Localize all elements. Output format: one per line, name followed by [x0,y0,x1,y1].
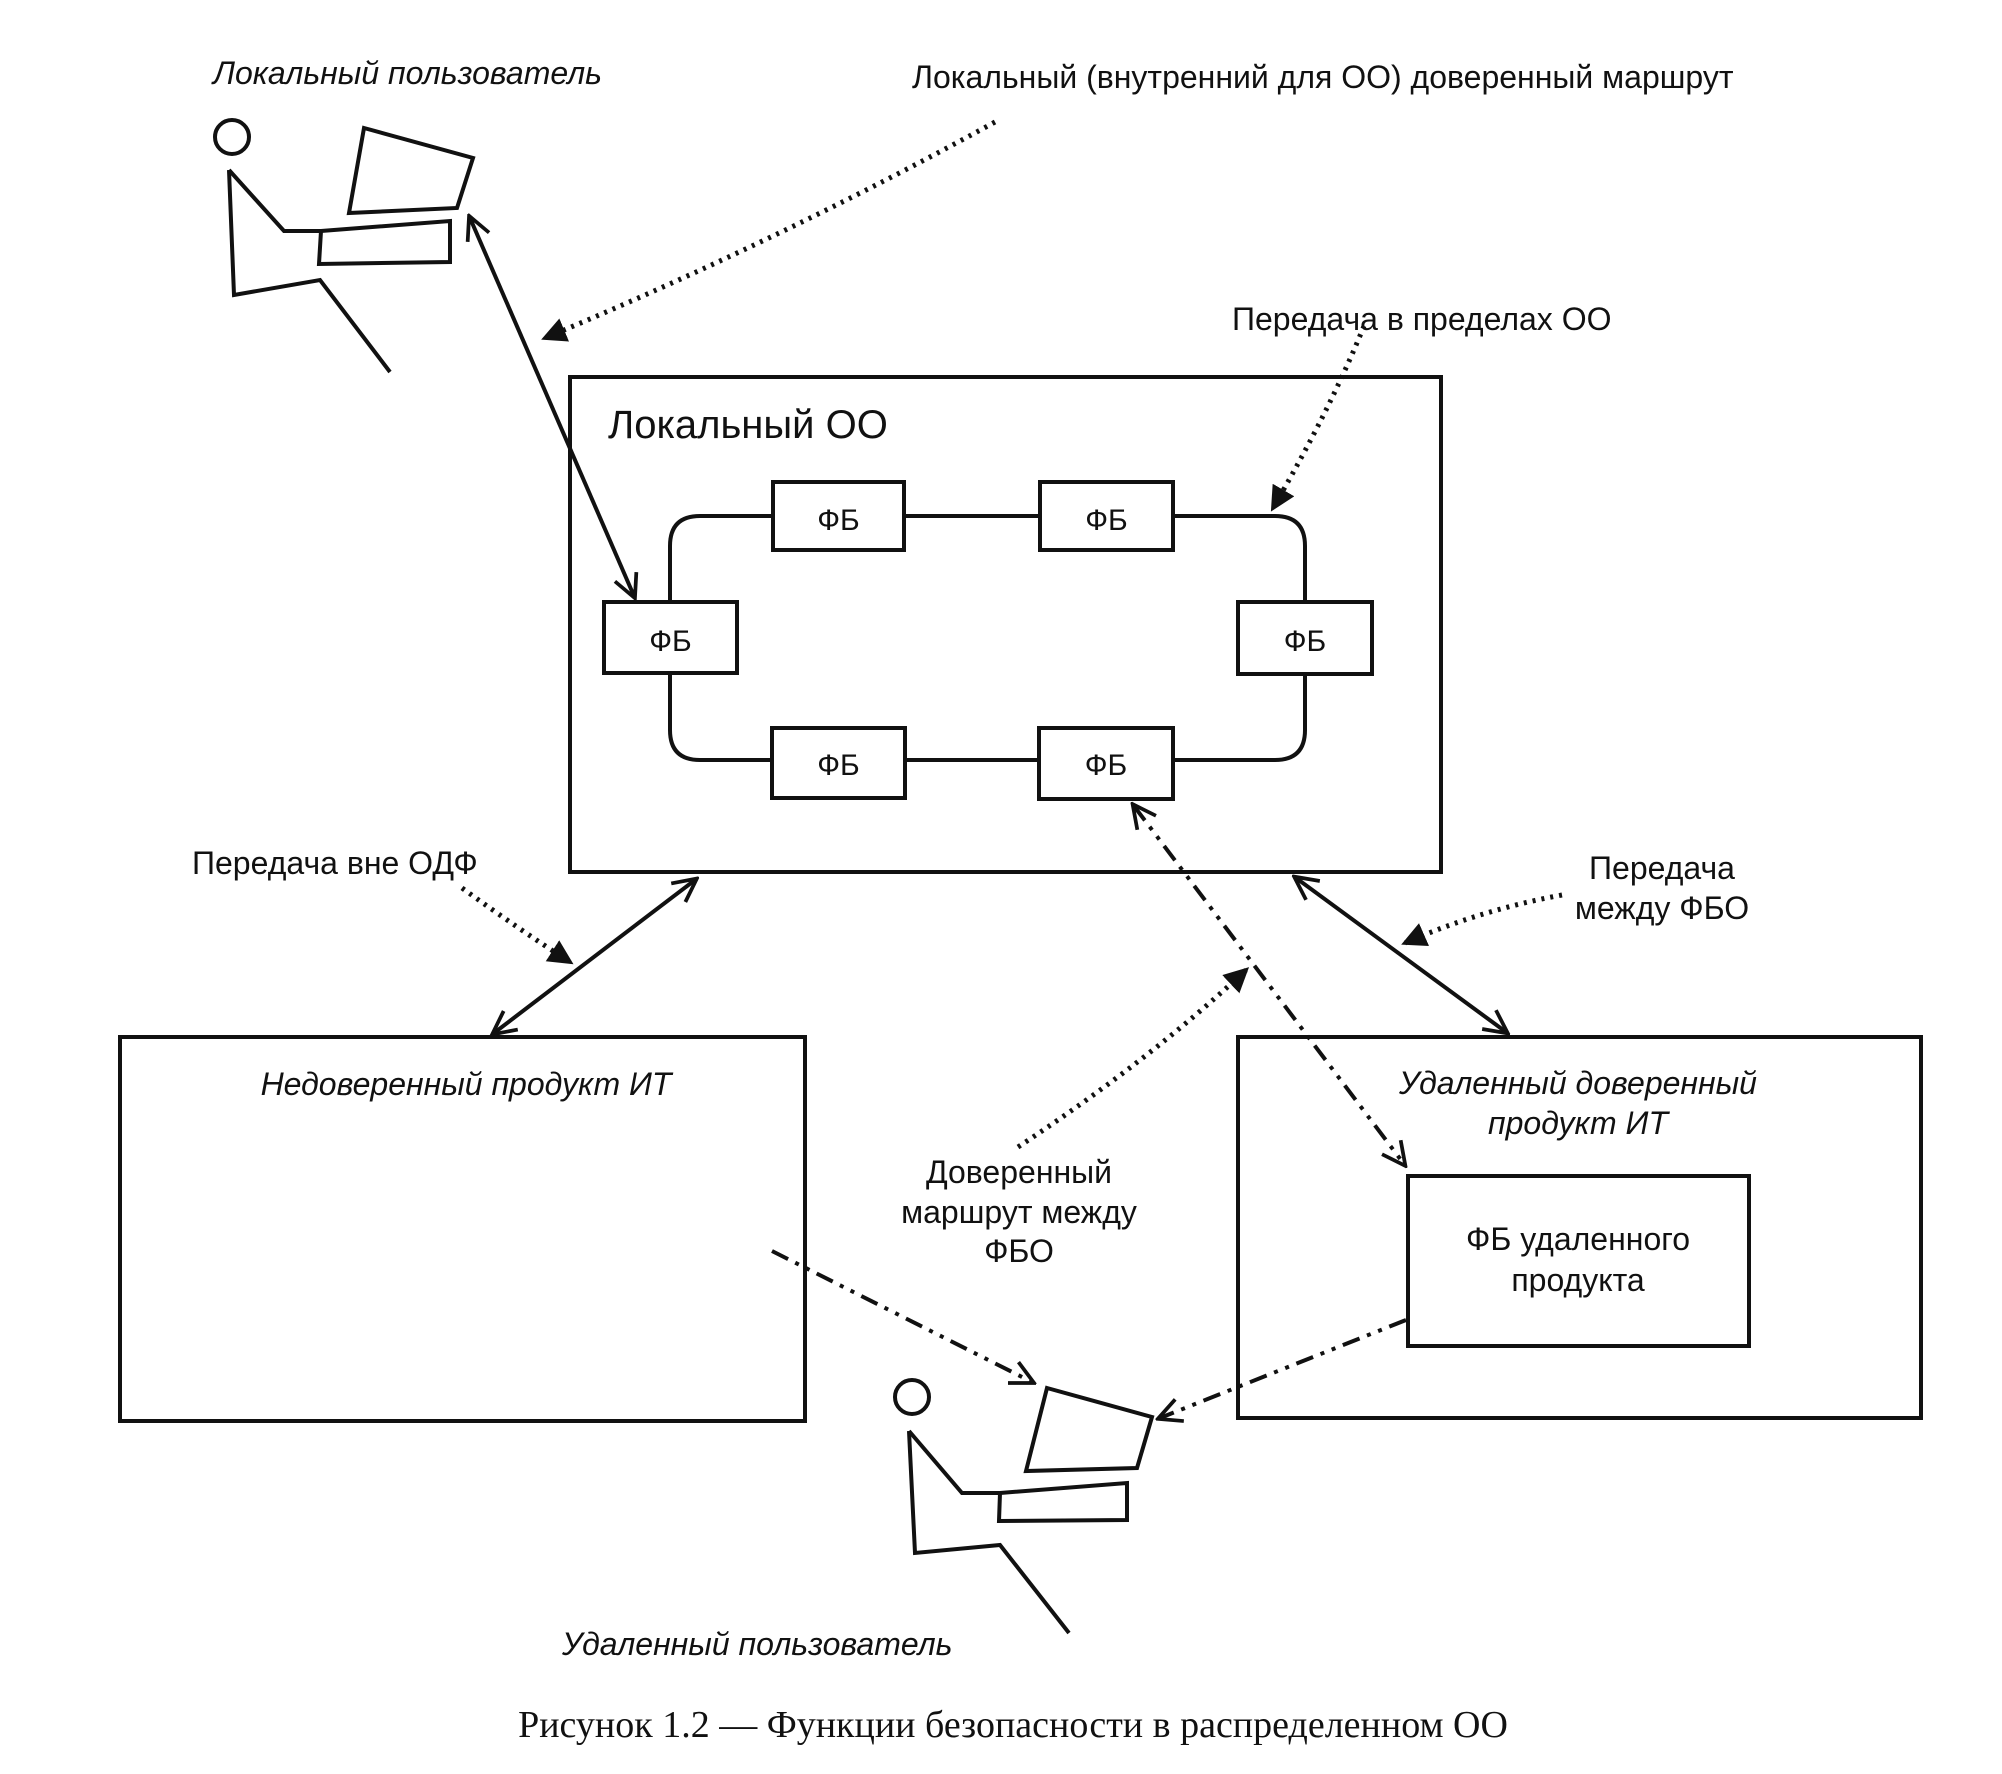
transfer-within-toe-label: Передача в пределах ОО [1232,301,1611,337]
local-trusted-path-label: Локальный (внутренний для ОО) доверенный… [912,59,1734,95]
fb-block-top-right: ФБ [1038,480,1175,552]
transfer-outside-tsf-label: Передача вне ОДФ [192,845,478,881]
figure-caption: Рисунок 1.2 — Функции безопасности в рас… [518,1704,1508,1746]
internal-ring-path [668,514,1307,762]
local-user-label: Локальный пользователь [211,55,602,91]
fb-block-label: ФБ [1085,504,1128,537]
untrusted-transfer-arrow [494,880,695,1033]
fb-block-bottom-left: ФБ [770,726,907,800]
untrusted-to-remote-user-line [771,1249,1032,1382]
remote-user-icon [893,1378,1155,1635]
local-toe-label: Локальный ОО [608,403,888,447]
transfer-between-tsf-label-line1: Передача [1589,850,1735,886]
fb-block-bottom-right: ФБ [1037,726,1175,801]
remote-fb-label-line1: ФБ удаленного [1466,1221,1690,1257]
trusted-path-label-line3: ФБО [984,1233,1054,1269]
remote-trusted-label-line2: продукт ИТ [1488,1105,1670,1141]
trusted-path-between-tsf-pointer [1016,967,1250,1150]
remote-trusted-label-line1: Удаленный доверенный [1398,1065,1757,1101]
fb-block-left: ФБ [602,600,739,675]
transfer-between-tsf-label-line2: между ФБО [1575,890,1749,926]
fb-block-label: ФБ [1085,749,1128,782]
fb-block-label: ФБ [817,504,860,537]
untrusted-it-product-label: Недоверенный продукт ИТ [261,1066,674,1102]
untrusted-it-product-box [118,1035,807,1423]
remote-user-label: Удаленный пользователь [561,1626,952,1662]
fb-block-label: ФБ [649,625,692,658]
transfer-outside-tsf-pointer [460,885,574,965]
fb-block-right: ФБ [1236,600,1374,676]
local-trusted-path-arrow [470,218,634,596]
remote-fb-label-line2: продукта [1511,1262,1645,1298]
local-user-icon [213,118,476,374]
fb-block-label: ФБ [817,749,860,782]
remote-fb-box [1406,1174,1751,1348]
transfer-between-tsf-pointer [1401,892,1563,947]
fb-block-label: ФБ [1284,625,1327,658]
local-trusted-path-pointer [541,119,997,342]
inter-tsf-transfer-arrow [1296,878,1506,1032]
fb-block-top-left: ФБ [771,480,906,552]
trusted-path-label-line1: Доверенный [926,1154,1112,1190]
trusted-path-label-line2: маршрут между [901,1194,1137,1230]
